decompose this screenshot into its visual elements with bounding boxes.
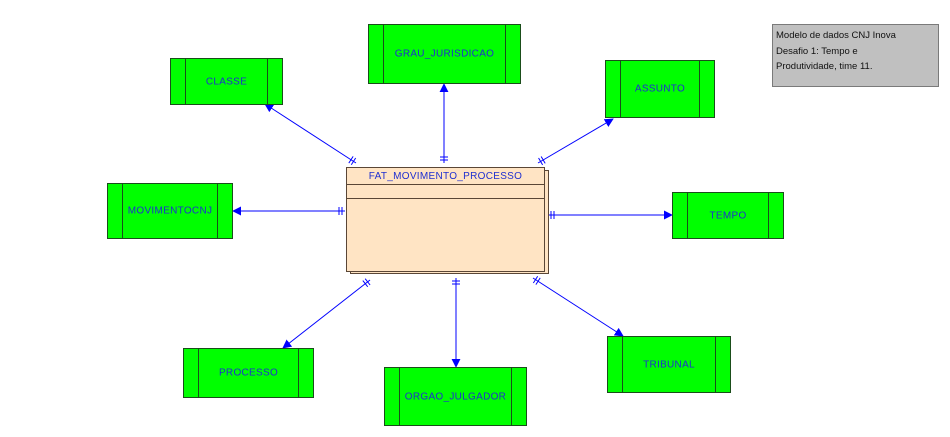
entity-border (715, 337, 716, 392)
note-box[interactable]: Modelo de dados CNJ Inova Desafio 1: Tem… (772, 24, 939, 87)
relationship-line-tribunal (532, 277, 624, 337)
note-line: Desafio 1: Tempo e (776, 45, 858, 57)
entity-border (198, 349, 199, 397)
entity-label: MOVIMENTOCNJ (127, 205, 213, 217)
relationship-line-classe (264, 103, 357, 164)
entity-orgao-julgador[interactable]: ORGAO_JULGADOR (384, 367, 527, 426)
fact-table-title: FAT_MOVIMENTO_PROCESSO (368, 171, 523, 182)
entity-grau-jurisdicao[interactable]: GRAU_JURISDICAO (368, 24, 521, 84)
entity-border (267, 59, 268, 104)
entity-border (505, 25, 506, 83)
cardinality-mark-processo (362, 280, 369, 288)
fact-table-fat-movimento-processo[interactable]: FAT_MOVIMENTO_PROCESSO (346, 167, 545, 272)
entity-border (699, 61, 700, 117)
cardinality-mark-processo (364, 278, 371, 286)
cardinality-mark-assunto (538, 157, 544, 166)
fact-table-divider (347, 184, 544, 185)
relationship-line-processo (282, 279, 371, 349)
cardinality-mark-tribunal (535, 277, 541, 285)
entity-label: TEMPO (709, 210, 747, 221)
note-line: Produtividade, time 11. (776, 61, 873, 72)
note-text: Modelo de dados CNJ Inova Desafio 1: Tem… (776, 28, 922, 75)
entity-border (383, 25, 384, 83)
entity-border (622, 337, 623, 392)
entity-border (122, 184, 123, 238)
entity-border (511, 368, 512, 425)
entity-label: GRAU_JURISDICAO (394, 48, 495, 60)
cardinality-mark-assunto (540, 156, 546, 164)
entity-label: TRIBUNAL (643, 359, 695, 370)
entity-label: PROCESSO (218, 367, 279, 379)
entity-border (687, 193, 688, 238)
entity-label: ASSUNTO (634, 83, 686, 95)
entity-classe[interactable]: CLASSE (170, 58, 283, 105)
entity-border (298, 349, 299, 397)
entity-assunto[interactable]: ASSUNTO (605, 60, 715, 118)
entity-border (768, 193, 769, 238)
cardinality-mark-tribunal (532, 275, 539, 284)
entity-label: ORGAO_JULGADOR (404, 391, 507, 402)
relationship-line-assunto (537, 118, 614, 164)
note-line: Modelo de dados CNJ Inova (776, 30, 896, 41)
entity-movimentocnj[interactable]: MOVIMENTOCNJ (107, 183, 233, 239)
entity-processo[interactable]: PROCESSO (183, 348, 314, 398)
entity-border (620, 61, 621, 117)
entity-tribunal[interactable]: TRIBUNAL (607, 336, 731, 393)
entity-border (399, 368, 400, 425)
entity-border (185, 59, 186, 104)
cardinality-mark-classe (348, 156, 354, 164)
entity-label: CLASSE (205, 76, 248, 87)
cardinality-mark-classe (350, 157, 357, 165)
fact-table-divider (347, 198, 544, 199)
entity-tempo[interactable]: TEMPO (672, 192, 784, 239)
entity-border (217, 184, 218, 238)
